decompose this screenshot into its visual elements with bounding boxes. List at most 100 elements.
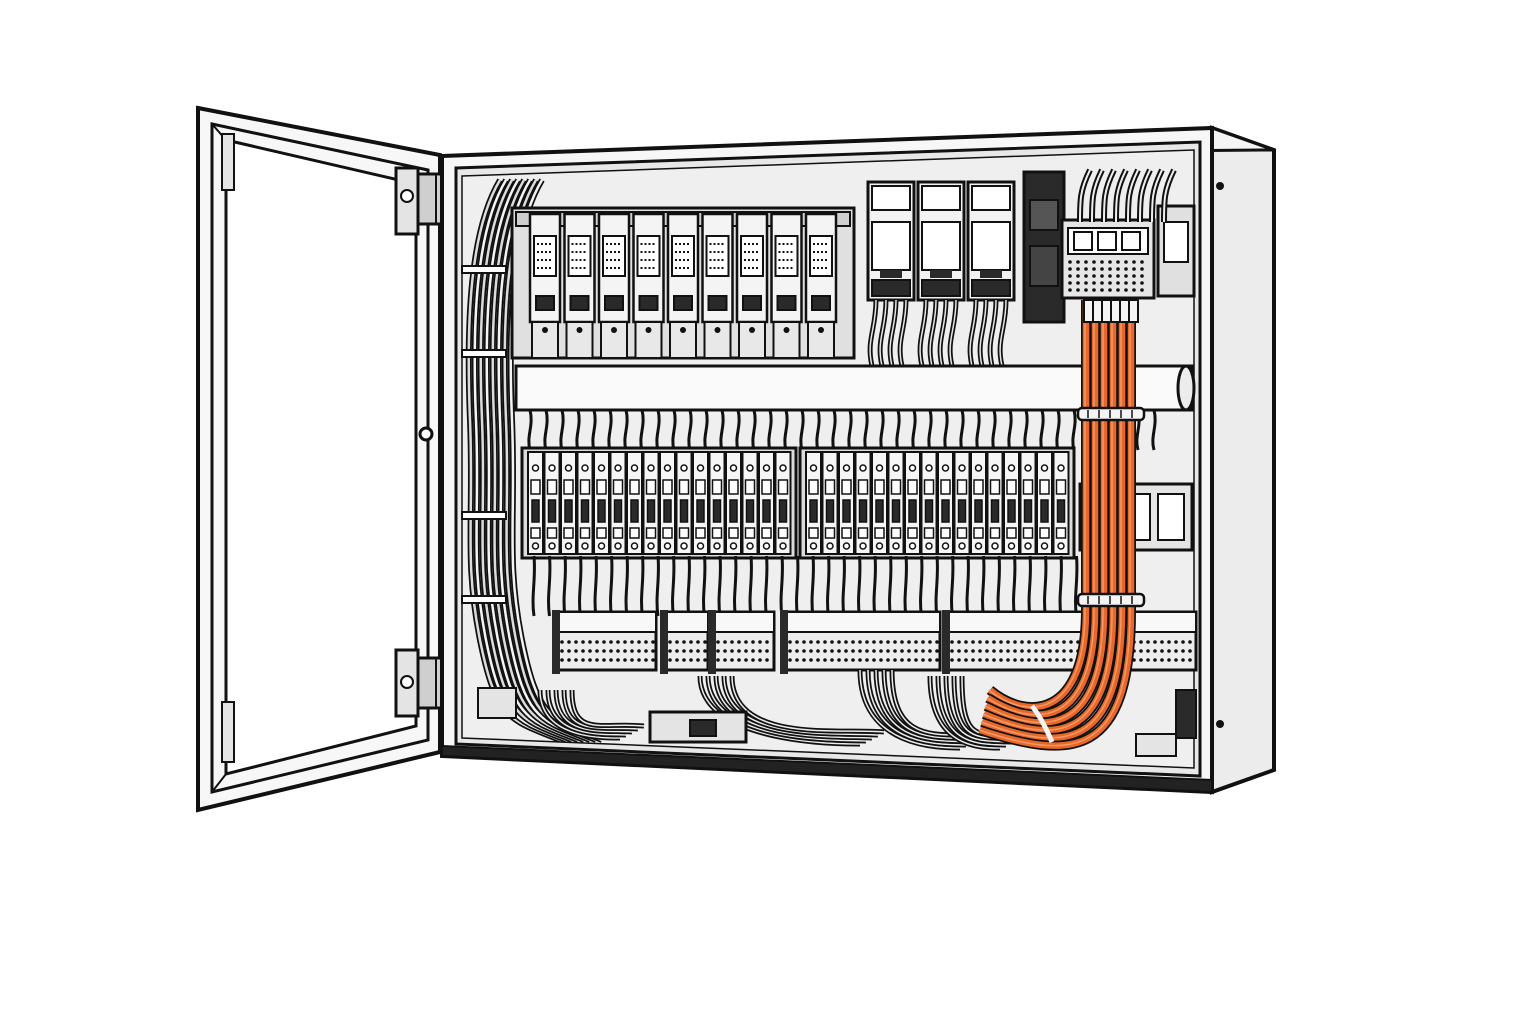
output-wire	[1043, 555, 1048, 617]
terminal-hole	[588, 649, 592, 653]
breaker-screw	[1057, 464, 1065, 472]
terminal-hole	[765, 649, 769, 653]
terminal-hole	[950, 649, 954, 653]
terminal-hole	[644, 658, 648, 662]
circuit-breaker	[970, 451, 987, 555]
bottom-cable-hl	[859, 669, 961, 749]
terminal-clamp	[660, 610, 668, 674]
breaker-label	[711, 479, 723, 495]
circuit-breaker	[543, 451, 561, 555]
relay-window	[533, 235, 557, 277]
breaker-label	[824, 479, 836, 495]
terminal-hole	[616, 649, 620, 653]
bottom-cable-hl	[715, 675, 873, 739]
circuit-breaker	[659, 451, 676, 555]
breaker-toggle	[842, 499, 851, 523]
breaker-toggle	[1023, 499, 1033, 523]
output-wire	[919, 555, 924, 617]
terminal-hole	[744, 649, 748, 653]
breaker-window	[563, 527, 574, 539]
terminal-block	[552, 610, 658, 674]
terminal-hole	[567, 649, 571, 653]
breaker-toggle	[646, 499, 656, 523]
breaker-window	[1022, 527, 1034, 539]
breaker-screw	[531, 542, 540, 550]
contactor-group	[866, 180, 1016, 367]
terminal-hole	[823, 640, 827, 644]
output-wire	[981, 555, 986, 617]
relay-screw	[714, 327, 721, 333]
breaker-screw	[859, 542, 867, 550]
breaker-screw	[696, 464, 705, 472]
terminal-block	[708, 610, 776, 674]
breaker-screw	[597, 464, 606, 472]
breaker-screw	[663, 542, 672, 550]
terminal-hole	[588, 658, 592, 662]
breaker-label	[890, 479, 902, 495]
terminal-hole	[978, 658, 982, 662]
terminal-hole	[689, 640, 693, 644]
relay-terminal	[673, 295, 693, 311]
breaker-toggle	[630, 499, 639, 523]
terminal-hole	[1160, 640, 1164, 644]
orange-cable-ferrule	[1119, 299, 1130, 323]
breaker-screw	[1057, 542, 1065, 550]
terminal-hole	[644, 649, 648, 653]
circuit-breaker	[904, 451, 921, 555]
side-relay-module	[1156, 204, 1196, 298]
cable-tie	[461, 349, 507, 358]
terminal-hole	[1146, 649, 1150, 653]
breaker-screw	[826, 542, 834, 550]
terminal-hole	[964, 640, 968, 644]
terminal-hole	[1048, 640, 1052, 644]
terminal-hole	[1181, 658, 1185, 662]
cabinet-door[interactable]	[196, 105, 456, 813]
terminal-hole	[907, 640, 911, 644]
contactor	[866, 180, 916, 367]
terminal-hole	[1167, 640, 1171, 644]
terminal-clamp	[942, 610, 950, 674]
terminal-block	[780, 610, 942, 674]
terminal-hole	[765, 640, 769, 644]
terminal-hole	[609, 640, 613, 644]
door-lock-hole[interactable]	[418, 426, 434, 442]
output-wire	[1027, 555, 1032, 617]
terminal-hole	[737, 649, 741, 653]
breaker-label	[989, 479, 1001, 495]
breaker-screw	[647, 542, 655, 550]
terminal-hole	[1181, 649, 1185, 653]
terminal-hole	[623, 649, 627, 653]
terminal-hole	[788, 640, 792, 644]
breaker-screw	[564, 464, 573, 472]
meter-dot	[1108, 260, 1112, 264]
breaker-toggle	[696, 499, 705, 523]
orange-cable-highlight	[986, 300, 1095, 716]
relay-window	[636, 235, 661, 277]
terminal-hole	[1062, 649, 1066, 653]
terminal-hole	[851, 640, 855, 644]
breaker-screw	[663, 464, 672, 472]
breaker-screw	[958, 542, 966, 550]
relay-screw	[749, 327, 755, 333]
orange-cable-ferrule	[1092, 299, 1103, 323]
terminal-hole	[985, 658, 989, 662]
terminal-hole	[893, 649, 897, 653]
terminal-hole	[935, 640, 939, 644]
meter-dot	[1068, 281, 1072, 285]
meter-dot	[1140, 288, 1144, 292]
relay-module	[597, 212, 631, 359]
door-latch-slot-bottom	[221, 701, 235, 763]
cable-tie	[1076, 406, 1146, 422]
terminal-hole	[957, 649, 961, 653]
meter-dot	[1124, 260, 1128, 264]
breaker-toggle	[712, 499, 722, 523]
horizontal-cable-duct	[514, 364, 1196, 412]
terminal-hole	[602, 640, 606, 644]
contactor-wire-hl	[989, 299, 997, 367]
terminal-hole	[1146, 658, 1150, 662]
terminal-hole	[1013, 640, 1017, 644]
breaker-window	[579, 527, 591, 539]
cable-tie	[461, 595, 507, 604]
terminal-hole	[574, 640, 578, 644]
meter-dot	[1076, 260, 1080, 264]
